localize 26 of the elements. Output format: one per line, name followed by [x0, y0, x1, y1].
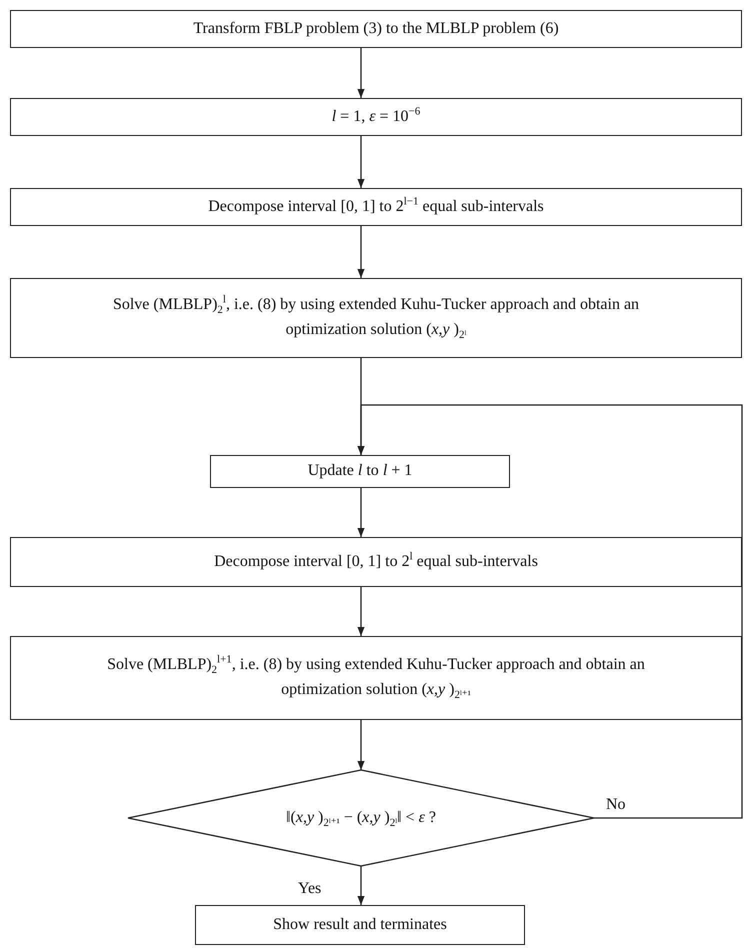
step-text: Update l to l + 1 [308, 461, 412, 482]
step-text: Transform FBLP problem (3) to the MLBLP problem (6) [193, 18, 559, 39]
arrow [357, 136, 365, 188]
step-text: Solve (MLBLP)$_{2}$$^{l+1}$, i.e. (8) by using extended Kuhu-Tucker approach and obtain an optimization solution (x,y )$_{2ˡ⁺¹}$ [106, 653, 646, 703]
process-box [10, 188, 742, 226]
condition-text: ‖(x,y )$_{2ˡ⁺¹}$ − (x,y )$_{2ˡ}$‖ < ε ? [286, 808, 436, 830]
process-box [210, 455, 510, 488]
arrow [357, 48, 365, 98]
step-text: Decompose interval [0, 1] to 2$^{l}$ equal sub-intervals [214, 550, 538, 572]
process-box [10, 537, 742, 587]
arrow [357, 404, 743, 819]
process-box [195, 905, 525, 945]
step-text: Solve (MLBLP)$_{2}$$^{l}$, i.e. (8) by using extended Kuhu-Tucker approach and obtain an optimization solution (x,y )$_{2ˡ}$ [112, 293, 640, 343]
arrow [357, 226, 365, 278]
decision-diamond [127, 769, 595, 867]
arrow [357, 720, 365, 770]
process-box [10, 98, 742, 136]
arrow [357, 587, 365, 636]
step-text: Show result and terminates [273, 914, 447, 935]
arrow [357, 488, 365, 537]
arrow [357, 866, 365, 905]
process-box [10, 636, 742, 720]
process-box [10, 10, 742, 48]
step-text: l = 1, ε = 10$^{−6}$ [332, 104, 420, 127]
process-box [10, 278, 742, 358]
step-text: Decompose interval [0, 1] to 2$^{l−1}$ equal sub-intervals [208, 194, 544, 217]
